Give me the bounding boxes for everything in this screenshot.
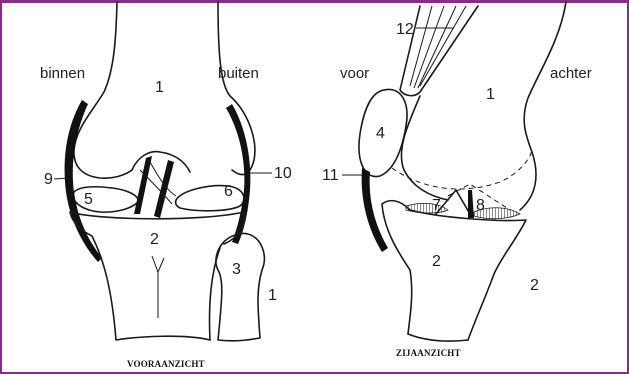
front-meniscus-lateral [176,186,244,211]
front-num-fibula: 3 [232,261,241,278]
side-num-stray: 2 [530,277,539,294]
side-patellar-tendon [362,168,388,252]
label-buiten: buiten [218,65,259,82]
front-cruciate-b [154,160,174,218]
front-num-meniscus-medial: 5 [84,191,93,208]
label-voor: voor [340,65,369,82]
side-femur-back [520,2,566,210]
front-num-ligament-lateral: 10 [274,165,292,182]
front-cruciate-a [134,156,152,214]
front-tibia-line [152,256,164,318]
side-view: voor achter 1 2 4 7 8 11 12 2 ZIJAANZICH… [322,2,592,358]
side-num-femur: 1 [486,86,495,103]
side-num-quadriceps: 12 [396,21,414,38]
front-fibula [216,233,264,340]
side-num-cruciate-back: 8 [476,197,485,214]
side-num-patella: 4 [376,125,385,142]
front-num-ligament-medial: 9 [44,171,53,188]
front-meniscus-medial [73,187,138,212]
front-femoral-notch [132,152,190,172]
side-tibia-base [408,334,468,341]
side-num-patellar-tendon: 11 [322,167,339,184]
front-num-stray: 1 [268,287,277,304]
label-binnen: binnen [40,65,85,82]
side-num-cruciate-front: 7 [432,197,441,214]
front-num-femur: 1 [155,79,164,96]
front-num-tibia: 2 [150,231,159,248]
side-cruciate-back [468,190,474,218]
side-num-tibia: 2 [432,253,441,270]
front-view: binnen buiten 1 2 3 5 6 9 10 1 VOORAANZI… [40,2,292,369]
side-tibia [382,201,526,340]
front-num-meniscus-lateral: 6 [224,183,233,200]
label-achter: achter [550,65,592,82]
front-femur [74,2,255,178]
caption-side: ZIJAANZICHT [396,348,461,358]
caption-front: VOORAANZICHT [127,359,205,369]
side-quadriceps-fibers [410,6,466,88]
